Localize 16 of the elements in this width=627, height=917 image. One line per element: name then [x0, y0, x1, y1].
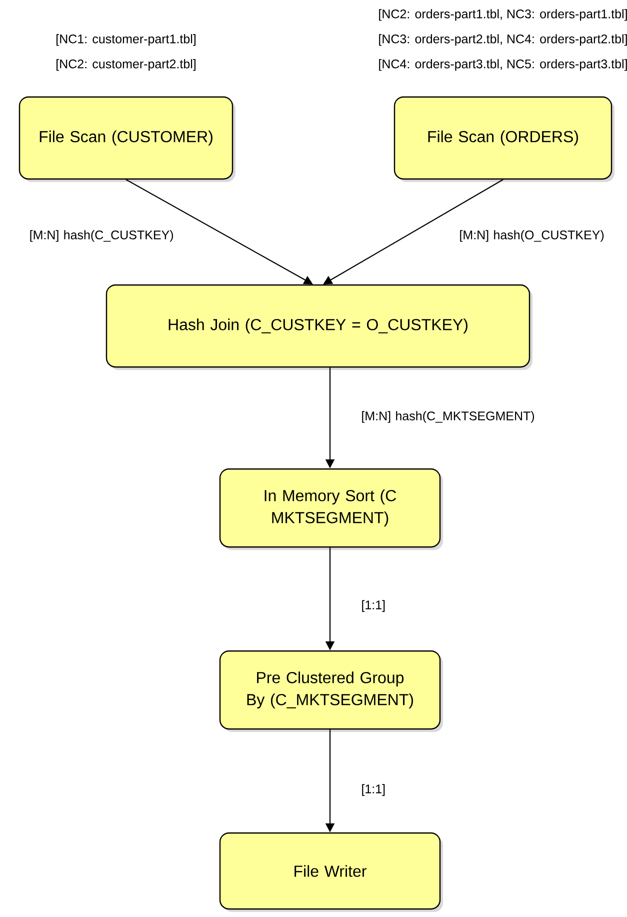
operator-box: Pre Clustered Group By (C_MKTSEGMENT)	[219, 650, 443, 732]
partition-note: [NC4: orders-part3.tbl, NC5: orders-part3.tbl]	[379, 59, 627, 71]
partition-note: [NC1: customer-part1.tbl]	[56, 34, 196, 46]
operator-box: File Scan (ORDERS)	[394, 96, 614, 182]
edge-label: [M:N] hash(O_CUSTKEY)	[460, 230, 604, 242]
operator-box: Hash Join (C_CUSTKEY = O_CUSTKEY)	[106, 284, 532, 370]
operator-box: In Memory Sort (C MKTSEGMENT)	[219, 468, 443, 550]
edge-label: [1:1]	[362, 784, 385, 796]
operator-box: File Writer	[219, 832, 443, 912]
edge-label: [M:N] hash(C_CUSTKEY)	[30, 230, 174, 242]
edge-label: [M:N] hash(C_MKTSEGMENT)	[362, 411, 534, 423]
partition-note: [NC3: orders-part2.tbl, NC4: orders-part2.tbl]	[379, 34, 627, 46]
edge-label: [1:1]	[362, 600, 385, 612]
partition-note: [NC2: orders-part1.tbl, NC3: orders-part1.tbl]	[379, 9, 627, 21]
partition-note: [NC2: customer-part2.tbl]	[56, 59, 196, 71]
operator-box: File Scan (CUSTOMER)	[18, 96, 236, 182]
